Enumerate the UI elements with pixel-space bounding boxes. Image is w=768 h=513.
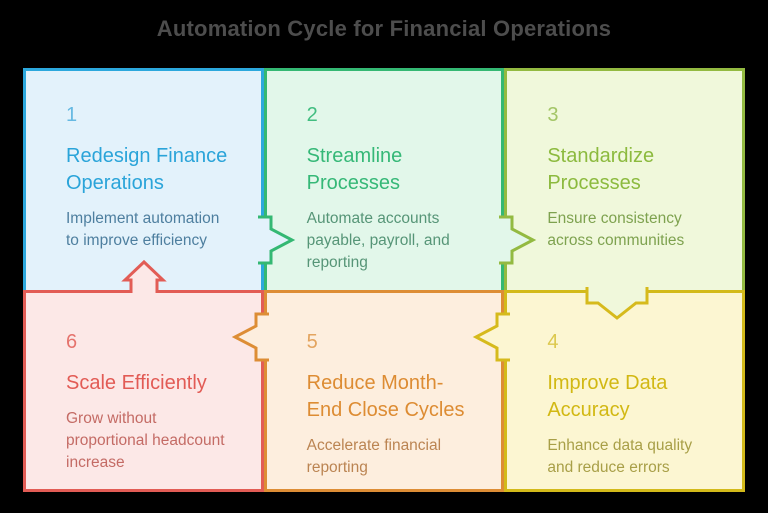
- panel-step-5: 5 Reduce Month- End Close Cycles Acceler…: [263, 290, 505, 492]
- step-title: Standardize Processes: [547, 145, 655, 194]
- step-number: 2: [306, 104, 318, 126]
- panel-step-4: 4 Improve Data Accuracy Enhance data qua…: [504, 290, 745, 492]
- step-number: 6: [66, 331, 78, 353]
- step-description: Grow without proportional headcount incr…: [66, 409, 225, 471]
- step-title: Redesign Finance Operations: [66, 145, 228, 194]
- panel-step-1: 1 Redesign Finance Operations Implement …: [23, 68, 264, 290]
- step-description: Enhance data quality and reduce errors: [547, 436, 693, 476]
- step-title: Streamline Processes: [306, 145, 403, 194]
- step-description: Automate accounts payable, payroll, and …: [306, 209, 450, 271]
- step-title: Scale Efficiently: [66, 372, 207, 394]
- step-number: 5: [306, 331, 318, 353]
- step-number: 4: [547, 331, 559, 353]
- page-title: Automation Cycle for Financial Operation…: [156, 16, 612, 41]
- step-number: 3: [547, 104, 559, 126]
- cycle-diagram: 1 Redesign Finance Operations Implement …: [23, 68, 745, 492]
- step-description: Implement automation to improve efficien…: [66, 209, 220, 249]
- step-title: Reduce Month- End Close Cycles: [306, 372, 465, 421]
- panel-step-6: 6 Scale Efficiently Grow without proport…: [23, 290, 264, 492]
- step-title: Improve Data Accuracy: [547, 372, 668, 421]
- step-description: Accelerate financial reporting: [306, 436, 442, 476]
- panel-step-3: 3 Standardize Processes Ensure consisten…: [504, 68, 745, 290]
- step-description: Ensure consistency across communities: [547, 209, 685, 249]
- panel-step-2: 2 Streamline Processes Automate accounts…: [263, 68, 505, 290]
- step-number: 1: [66, 104, 78, 126]
